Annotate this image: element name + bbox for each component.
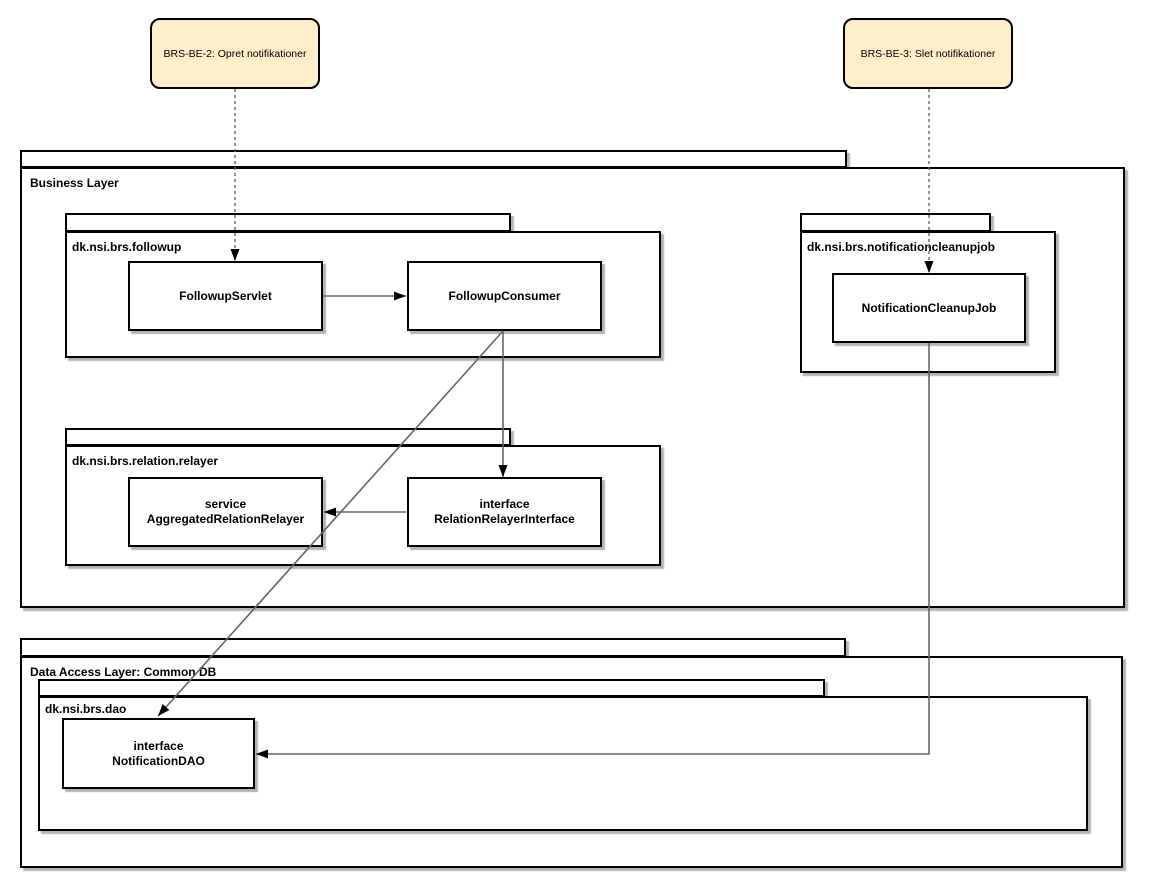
component-aggregated-relation-relayer: service AggregatedRelationRelayer bbox=[128, 477, 323, 547]
package-data-access-layer-tab bbox=[20, 638, 846, 657]
component-followup-servlet-label: FollowupServlet bbox=[179, 288, 272, 303]
component-notification-dao: interface NotificationDAO bbox=[62, 718, 255, 789]
note-brs-be-3: BRS-BE-3: Slet notifikationer bbox=[843, 18, 1013, 89]
package-relayer-label: dk.nsi.brs.relation.relayer bbox=[72, 454, 219, 468]
component-notification-cleanup-job: NotificationCleanupJob bbox=[832, 273, 1026, 343]
component-relation-relayer-interface-stereotype: interface bbox=[479, 497, 530, 511]
component-followup-consumer: FollowupConsumer bbox=[407, 261, 602, 331]
component-aggregated-relation-relayer-stereotype: service bbox=[204, 497, 247, 511]
component-notification-dao-label: NotificationDAO bbox=[112, 753, 205, 768]
component-followup-consumer-label: FollowupConsumer bbox=[448, 288, 561, 303]
component-followup-servlet: FollowupServlet bbox=[128, 261, 323, 331]
package-cleanupjob-label: dk.nsi.brs.notificationcleanupjob bbox=[807, 240, 996, 254]
component-relation-relayer-interface: interface RelationRelayerInterface bbox=[407, 477, 602, 547]
note-brs-be-2: BRS-BE-2: Opret notifikationer bbox=[150, 18, 320, 89]
component-aggregated-relation-relayer-label: AggregatedRelationRelayer bbox=[146, 512, 305, 526]
package-followup-label: dk.nsi.brs.followup bbox=[72, 240, 182, 254]
package-relayer-tab bbox=[65, 428, 511, 446]
package-dao-label: dk.nsi.brs.dao bbox=[45, 702, 127, 716]
package-data-access-layer-label: Data Access Layer: Common DB bbox=[30, 665, 217, 679]
package-followup-tab bbox=[65, 213, 511, 232]
package-cleanupjob-tab bbox=[800, 213, 991, 232]
note-brs-be-2-label: BRS-BE-2: Opret notifikationer bbox=[163, 47, 307, 60]
component-relation-relayer-interface-label: RelationRelayerInterface bbox=[434, 512, 575, 526]
note-brs-be-3-label: BRS-BE-3: Slet notifikationer bbox=[860, 47, 996, 60]
package-dao-tab bbox=[38, 679, 825, 697]
component-notification-cleanup-job-label: NotificationCleanupJob bbox=[861, 300, 997, 315]
package-business-layer-tab bbox=[20, 150, 847, 168]
component-notification-dao-stereotype: interface bbox=[133, 738, 184, 753]
package-business-layer-label: Business Layer bbox=[30, 176, 119, 190]
